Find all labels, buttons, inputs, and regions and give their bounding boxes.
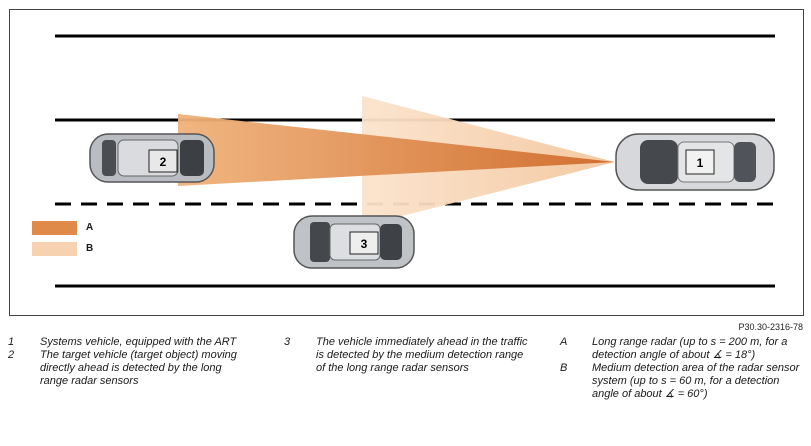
caption-text: The target vehicle (target object) movin… (40, 349, 237, 387)
caption-item-a: A Long range radar (up to s = 200 m, for… (560, 336, 805, 362)
vehicle-3-label: 3 (361, 237, 368, 251)
caption-number: B (560, 362, 568, 374)
caption-column-2: 3 The vehicle immediately ahead in the t… (284, 336, 529, 375)
caption-number: A (560, 336, 568, 348)
legend-swatch-b (32, 242, 77, 256)
caption-item-2: 2 The target vehicle (target object) mov… (8, 349, 248, 388)
legend-label-b: B (86, 243, 94, 254)
legend-swatch-a (32, 221, 77, 235)
caption-number: 1 (8, 336, 15, 348)
caption-item-b: B Medium detection area of the radar sen… (560, 362, 805, 401)
vehicle-2-label: 2 (160, 155, 167, 169)
radar-diagram: 2 1 3 A B (9, 9, 804, 316)
caption-number: 3 (284, 336, 291, 348)
caption-column-1: 1 Systems vehicle, equipped with the ART… (8, 336, 248, 388)
vehicle-1: 1 (615, 133, 775, 191)
vehicle-2: 2 (89, 133, 215, 183)
caption-number: 2 (8, 349, 15, 361)
vehicle-1-label: 1 (697, 156, 704, 170)
caption-text: Systems vehicle, equipped with the ART (40, 336, 237, 348)
caption-item-3: 3 The vehicle immediately ahead in the t… (284, 336, 529, 375)
caption-text: The vehicle immediately ahead in the tra… (316, 336, 528, 374)
road-scene: 2 1 3 (55, 34, 775, 288)
caption-text: Long range radar (up to s = 200 m, for a… (592, 336, 788, 361)
vehicle-3: 3 (293, 215, 415, 269)
long-range-beam (178, 114, 615, 186)
caption-column-3: A Long range radar (up to s = 200 m, for… (560, 336, 805, 401)
caption-item-1: 1 Systems vehicle, equipped with the ART (8, 336, 248, 349)
caption-text: Medium detection area of the radar senso… (592, 362, 800, 400)
legend-label-a: A (86, 222, 94, 233)
reference-code: P30.30-2316-78 (738, 322, 803, 332)
